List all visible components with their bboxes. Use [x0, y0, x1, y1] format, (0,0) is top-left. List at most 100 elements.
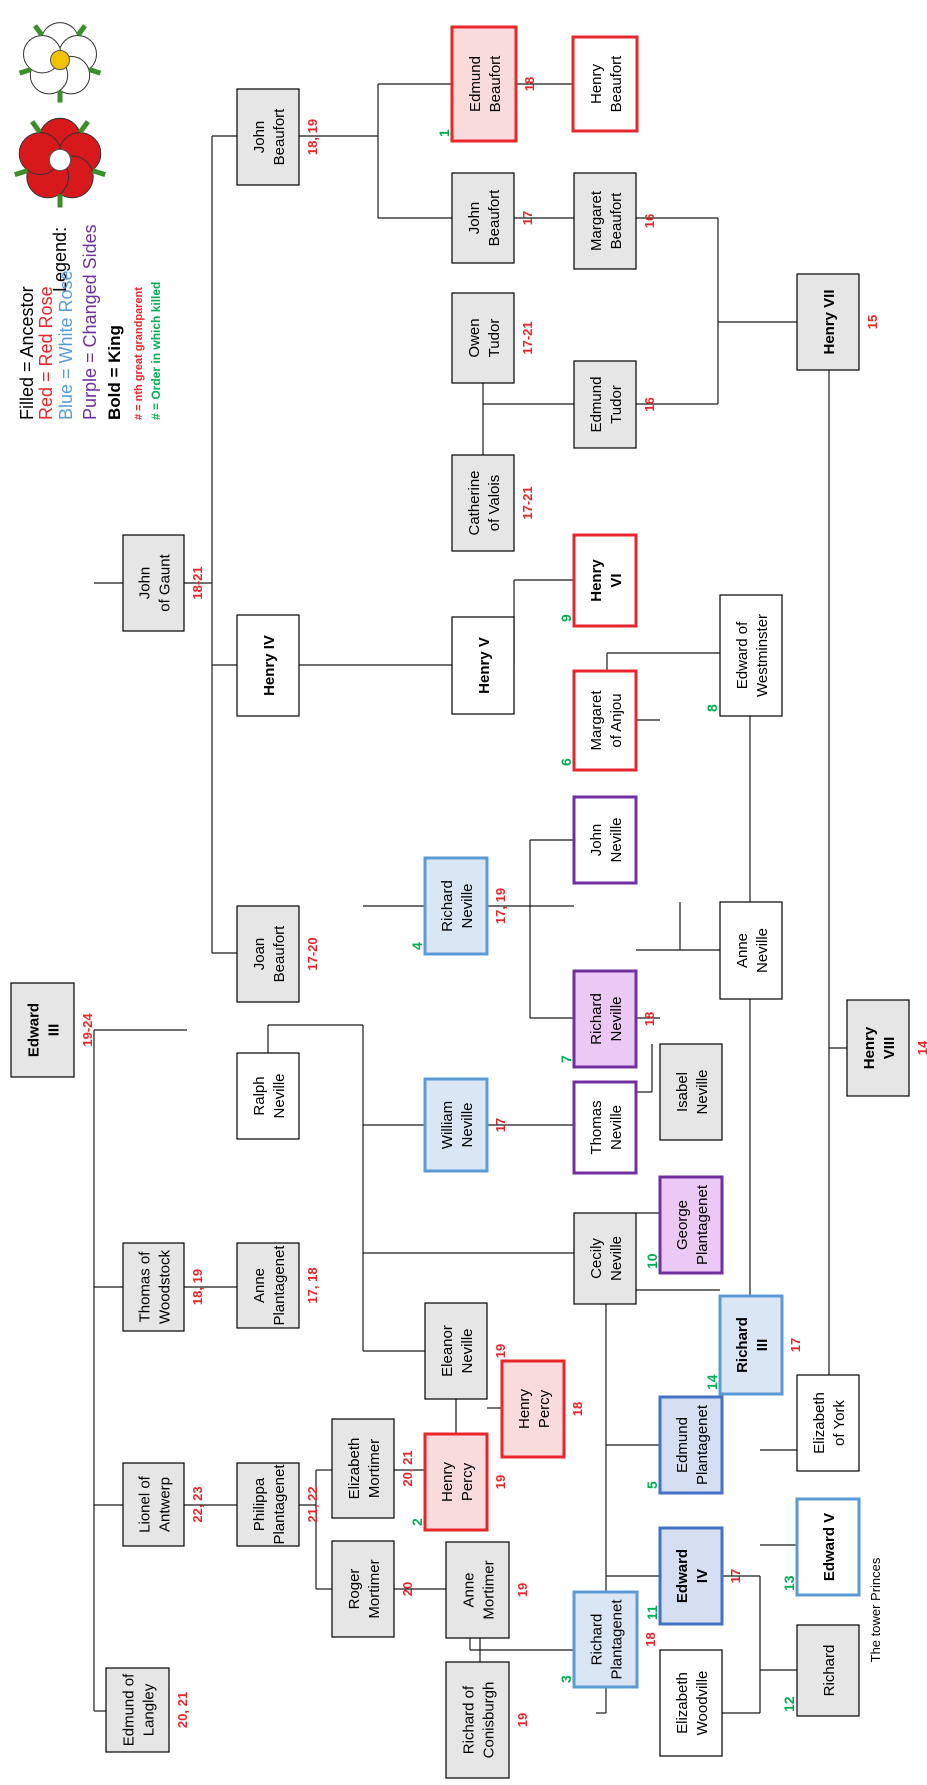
person-name-line: Edward of: [734, 621, 751, 689]
person-box: [574, 535, 636, 626]
killed-order-number: 13: [781, 1575, 797, 1591]
generation-number: 18: [570, 1402, 585, 1416]
legend-item: Blue = White Rose: [56, 270, 76, 420]
person-name-line: Eleanor: [439, 1325, 456, 1377]
person-name-line: Woodville: [694, 1671, 711, 1736]
person-box: [720, 595, 782, 716]
person-box: [452, 293, 514, 383]
person-name-line: Mortimer: [366, 1439, 383, 1498]
legend-item: Bold = King: [105, 325, 124, 420]
person-name-line: Plantagenet: [271, 1245, 288, 1326]
person-name-line: Beaufort: [271, 108, 288, 166]
generation-number: 18: [642, 1012, 657, 1026]
person-name-line: Richard: [588, 993, 605, 1045]
person-box: [574, 671, 636, 770]
person-name-line: VI: [608, 573, 625, 587]
person-box: [123, 1243, 184, 1331]
person-name-line: Owen: [466, 318, 483, 357]
person-box: [452, 455, 514, 551]
person-henry4[interactable]: Henry IV: [237, 615, 299, 716]
person-name-line: of York: [831, 1400, 848, 1446]
person-name-line: Richard: [589, 1614, 606, 1666]
person-name-line: Edward V: [821, 1513, 838, 1581]
person-name-line: Edward: [26, 1003, 43, 1057]
killed-order-number: 7: [558, 1055, 574, 1063]
red-rose-icon: [15, 118, 105, 207]
person-box: [11, 983, 74, 1077]
person-name-line: Conisburgh: [481, 1682, 498, 1759]
person-box: [660, 1650, 722, 1756]
person-name-line: Anne: [734, 933, 751, 968]
killed-order-number: 4: [409, 942, 425, 950]
person-name-line: Beaufort: [271, 925, 288, 983]
generation-number: 19: [493, 1344, 508, 1358]
person-name-line: Neville: [694, 1069, 711, 1114]
generation-number: 17: [728, 1569, 743, 1583]
killed-order-number: 11: [644, 1605, 660, 1620]
generation-number: 16: [642, 397, 657, 411]
person-edward5[interactable]: Edward V 13: [781, 1499, 859, 1595]
person-box: [502, 1361, 564, 1457]
person-name-line: Neville: [271, 1073, 288, 1118]
person-henry5[interactable]: Henry V: [452, 617, 514, 714]
person-box: [660, 1177, 722, 1273]
person-name-line: John: [588, 824, 605, 857]
person-name-line: III: [46, 1024, 63, 1037]
person-box: [574, 1213, 636, 1304]
person-box: [720, 902, 782, 999]
person-name-line: George: [674, 1200, 691, 1250]
person-name-line: Elizabeth: [346, 1438, 363, 1500]
person-name-line: of Gaunt: [157, 553, 174, 611]
person-name-line: Woodstock: [157, 1250, 174, 1324]
killed-order-number: 2: [409, 1518, 425, 1526]
person-name-line: Elizabeth: [674, 1672, 691, 1734]
person-name-line: of Valois: [486, 475, 503, 531]
person-name-line: Tudor: [486, 319, 503, 358]
generation-number: 17: [520, 211, 535, 225]
generation-number: 19-24: [80, 1013, 95, 1047]
